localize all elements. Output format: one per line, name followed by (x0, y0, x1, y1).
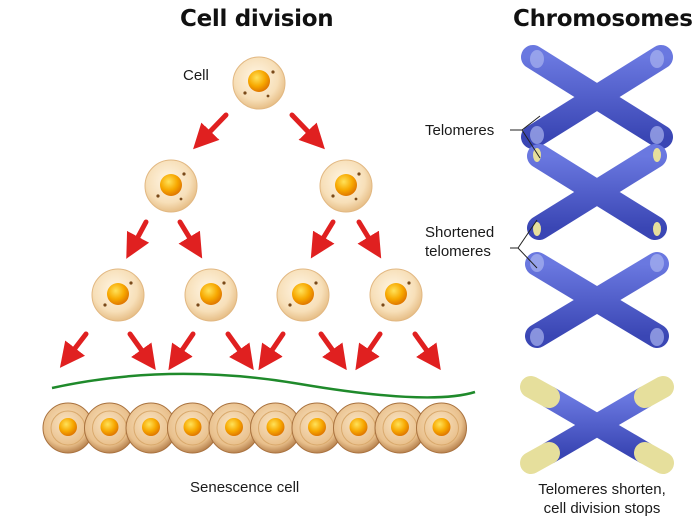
senescence-cell (291, 402, 343, 454)
senescence-cell (208, 402, 260, 454)
chromosome-4 (520, 376, 674, 474)
cell-label: Cell (183, 67, 209, 84)
cell-gen3-1 (91, 268, 145, 322)
chromosome-2 (527, 144, 667, 240)
cell-gen3-4 (369, 268, 423, 322)
caption-line1: Telomeres shorten, (538, 481, 666, 498)
chromosomes-title: Chromosomes (513, 6, 693, 32)
senescence-threshold-line (51, 372, 476, 399)
cell-gen3-2 (184, 268, 238, 322)
cell-gen2-right (319, 159, 373, 213)
chromosome-1 (521, 45, 673, 149)
telomere-pointer-lines (510, 115, 541, 269)
telomeres-label: Telomeres (425, 122, 495, 139)
cell-division-title: Cell division (180, 6, 334, 32)
cell-top (232, 56, 286, 110)
telomeres-shorten-caption: Telomeres shorten, cell division stops (512, 480, 692, 518)
senescence-cell (333, 402, 384, 454)
senescence-cell-row (42, 402, 467, 454)
shortened-telomeres-line1: Shortened (425, 224, 495, 241)
caption-line2: cell division stops (543, 500, 661, 517)
senescence-cell-label: Senescence cell (190, 479, 300, 496)
senescence-cell (125, 402, 177, 454)
senescence-cell (416, 402, 467, 454)
senescence-cell (250, 402, 301, 454)
shortened-telomeres-label: Shortened telomeres (425, 223, 494, 261)
cell-gen2-left (144, 159, 198, 213)
cell-gen3-3 (276, 268, 330, 322)
chromosome-3 (525, 252, 669, 348)
division-arrows (59, 112, 441, 371)
shortened-telomeres-line2: telomeres (425, 243, 491, 260)
